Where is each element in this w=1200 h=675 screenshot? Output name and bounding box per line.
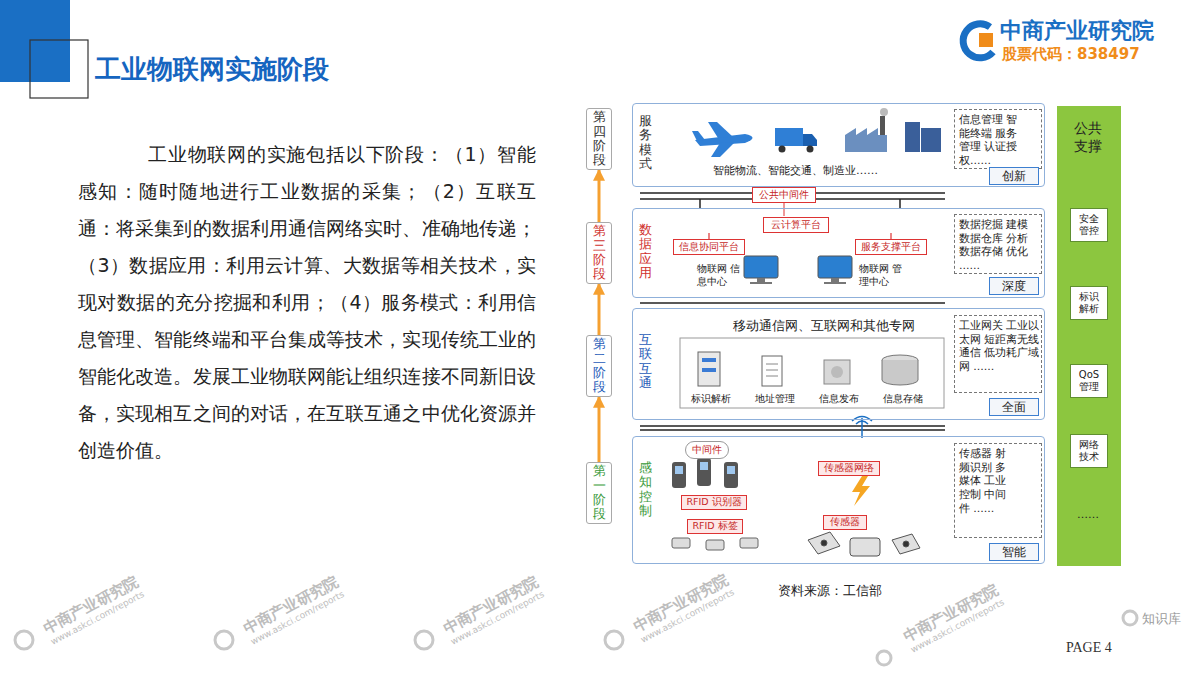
layer-band: 数据应用物联网 信息中心 物联网 管理中心 云计算平台信息协同平台 服务支撑平台 数据挖… bbox=[632, 208, 1045, 298]
stock-code: 股票代码：838497 bbox=[1002, 45, 1140, 64]
feature-box: 传感器 射频识别 多媒体 工业控制 中间件 …… bbox=[954, 443, 1042, 538]
node-text: 第二阶段 bbox=[593, 337, 606, 394]
node-subtext: 移动通信网、互联网和其他专网 bbox=[733, 318, 915, 334]
building-icon bbox=[905, 122, 941, 152]
device-label: 传感器 bbox=[823, 515, 867, 530]
stage-arrow bbox=[598, 170, 601, 222]
node-text: 网络技术 bbox=[1078, 439, 1100, 463]
network-frame bbox=[680, 338, 944, 408]
node-text: 智能 bbox=[1002, 544, 1026, 561]
layer-band: 服务模式智能物流、智能交通、制造业…… 信息管理 智能终端 服务管理 认证授权……… bbox=[632, 103, 1045, 187]
slide-title: 工业物联网实施阶段 bbox=[95, 52, 329, 87]
support-box: 网络技术 bbox=[1070, 434, 1108, 468]
node-text: 服务支撑平台 bbox=[861, 240, 921, 254]
node-text: 公共中间件 bbox=[759, 188, 809, 202]
node-subtext: 智能物流、智能交通、制造业…… bbox=[713, 164, 878, 178]
network-cloud: 中间件 bbox=[685, 441, 729, 459]
factory-icon bbox=[845, 108, 888, 152]
node-text: 安全管控 bbox=[1078, 213, 1100, 237]
support-box: QoS管理 bbox=[1070, 364, 1108, 398]
layer-tag: 全面 bbox=[989, 398, 1039, 416]
node-text: 数据应用 bbox=[639, 223, 652, 280]
rfid-reader-icons bbox=[672, 458, 738, 488]
bus-lines bbox=[640, 193, 945, 430]
support-box: 安全管控 bbox=[1070, 208, 1108, 242]
feature-box: 数据挖掘 建模 数据仓库 分析 数据存储 优化 …… bbox=[954, 214, 1042, 274]
node-subtext: 地址管理 bbox=[755, 393, 795, 406]
blue-bar bbox=[0, 0, 70, 82]
stage-arrow bbox=[598, 397, 601, 462]
platform-box: 云计算平台 bbox=[763, 217, 829, 233]
watermark: 知识库 bbox=[1142, 610, 1181, 628]
node-text: 公共支撑 bbox=[1074, 120, 1104, 155]
device-label: RFID 识别器 bbox=[681, 495, 746, 510]
support-box: 标识解析 bbox=[1070, 286, 1108, 320]
node-text: 第四阶段 bbox=[593, 110, 606, 167]
node-subtext: 物联网 管理中心 bbox=[859, 263, 903, 288]
node-text: 信息协同平台 bbox=[679, 240, 739, 254]
layer-band: 互联互通 移动通信网、互联网和其他专网标识解析 地址管理 信息发布 信息存储 工业网关 工… bbox=[632, 308, 1045, 420]
feature-box: 信息管理 智能终端 服务管理 认证授权…… bbox=[954, 109, 1042, 169]
node-text: 标识解析 bbox=[1078, 291, 1100, 315]
monitor-icons bbox=[744, 256, 852, 284]
node-text: 第一阶段 bbox=[593, 464, 606, 521]
platform-box: 服务支撑平台 bbox=[855, 239, 927, 255]
node-text: 互联互通 bbox=[639, 333, 652, 390]
node-text: 传感器 射频识别 多媒体 工业控制 中间件 …… bbox=[959, 447, 1009, 515]
node-subtext: 标识解析 bbox=[691, 393, 731, 406]
plane-icon bbox=[692, 122, 753, 157]
node-text: QoS管理 bbox=[1076, 369, 1102, 393]
server-icons bbox=[698, 352, 918, 386]
sensor-icons bbox=[808, 532, 920, 556]
node-text: 服务模式 bbox=[639, 114, 652, 171]
stage-label: 第四阶段 bbox=[586, 108, 612, 170]
stage-label: 第二阶段 bbox=[586, 335, 612, 397]
node-text: 第三阶段 bbox=[593, 224, 606, 281]
stage-arrow bbox=[598, 284, 601, 335]
support-column: 公共支撑安全管控标识解析 QoS管理网络技术 bbox=[1057, 106, 1121, 566]
node-text: RFID 识别器 bbox=[686, 496, 741, 509]
platform-wires bbox=[784, 203, 785, 216]
stage-label: 第一阶段 bbox=[586, 462, 612, 524]
layer-band: 感知控制 中间件 RFID 识别器 RFID 标签 传感器网络传感器 传感器 射频识别 多… bbox=[632, 436, 1045, 564]
node-text: 创新 bbox=[1002, 168, 1026, 185]
node-text: 数据挖掘 建模 数据仓库 分析 数据存储 优化 …… bbox=[959, 218, 1039, 273]
node-text: RFID 标签 bbox=[692, 520, 737, 533]
stage-label: 第三阶段 bbox=[586, 222, 612, 284]
ellipsis-text: …… bbox=[1077, 508, 1099, 521]
layer-tag: 智能 bbox=[989, 543, 1039, 561]
device-label: RFID 标签 bbox=[687, 519, 742, 534]
logo-icon bbox=[963, 24, 993, 58]
source-note: 资料来源：工信部 bbox=[778, 582, 882, 600]
platform-box: 信息协同平台 bbox=[673, 239, 745, 255]
node-subtext: 信息存储 bbox=[883, 393, 923, 406]
layer-tag: 深度 bbox=[989, 277, 1039, 295]
node-text: 中间件 bbox=[692, 443, 722, 457]
title-frame bbox=[30, 40, 88, 98]
node-text: 传感器 bbox=[830, 516, 860, 529]
device-label: 传感器网络 bbox=[818, 461, 880, 476]
node-subtext: 信息发布 bbox=[819, 393, 859, 406]
node-text: 云计算平台 bbox=[771, 218, 821, 232]
rfid-tag-icons bbox=[672, 538, 758, 550]
platform-box: 公共中间件 bbox=[752, 187, 816, 203]
node-text: 感知控制 bbox=[639, 461, 652, 518]
truck-icon bbox=[775, 128, 817, 153]
node-text: 工业网关 工业以太网 短距离无线通信 低功耗广域网 …… bbox=[959, 319, 1041, 374]
node-text: 深度 bbox=[1002, 278, 1026, 295]
body-text: 工业物联网的实施包括以下阶段：（1）智能感知：随时随地进行工业数据的采集；（2）… bbox=[78, 136, 536, 469]
feature-box: 工业网关 工业以太网 短距离无线通信 低功耗广域网 …… bbox=[954, 315, 1042, 393]
node-text: 全面 bbox=[1002, 399, 1026, 416]
lightning-icon bbox=[852, 476, 870, 506]
node-text: 传感器网络 bbox=[824, 462, 874, 475]
node-subtext: 物联网 信息中心 bbox=[697, 263, 741, 288]
logo-name: 中商产业研究院 bbox=[1000, 16, 1154, 46]
page-number: PAGE 4 bbox=[1066, 640, 1112, 656]
layer-tag: 创新 bbox=[989, 167, 1039, 185]
node-text: 信息管理 智能终端 服务管理 认证授权…… bbox=[959, 113, 1019, 168]
